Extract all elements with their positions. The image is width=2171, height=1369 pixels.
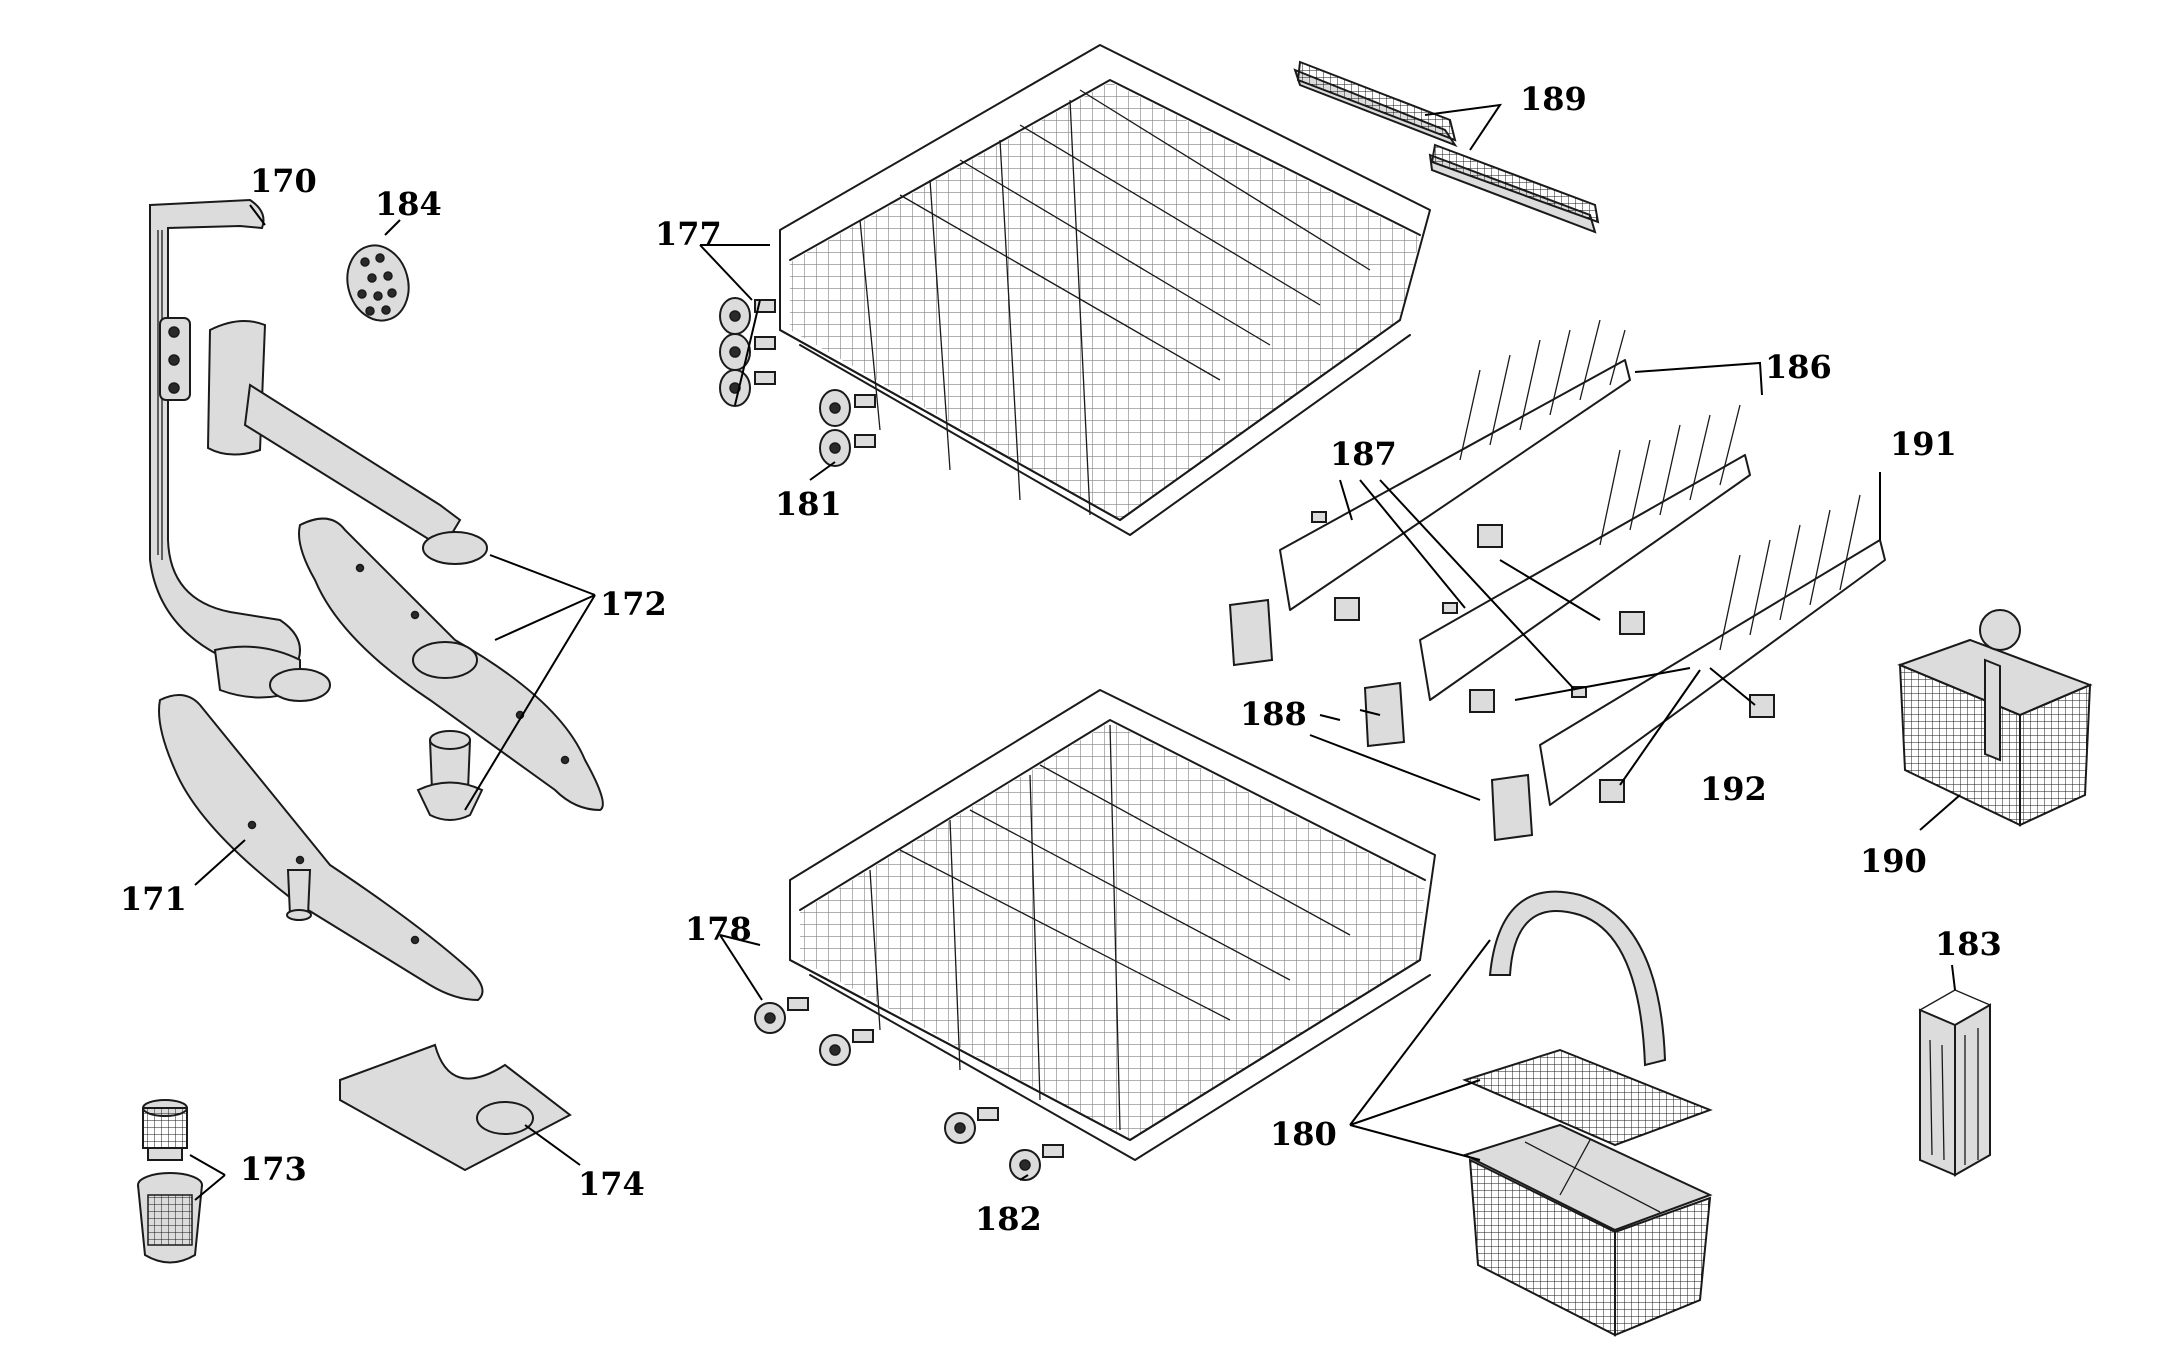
- leader-lines: [189, 103, 1961, 1201]
- callout-183: 183: [1935, 925, 2002, 963]
- fold-down-tines-part: [1279, 319, 1886, 806]
- callout-174: 174: [578, 1165, 645, 1203]
- callout-190: 190: [1860, 842, 1927, 880]
- lower-dish-rack-part: [789, 689, 1436, 1161]
- upper-dish-rack-part: [779, 44, 1431, 536]
- cutlery-holder-part: [1918, 989, 1992, 1177]
- cutlery-basket-part: [1897, 609, 2093, 827]
- callout-188: 188: [1240, 695, 1307, 733]
- upper-spray-arm-part: [298, 517, 604, 821]
- supply-pipe-part: [149, 198, 488, 702]
- filter-plate-part: [339, 1043, 572, 1172]
- callout-187: 187: [1330, 435, 1397, 473]
- callout-191: 191: [1890, 425, 1957, 463]
- callout-171: 171: [120, 880, 187, 918]
- callout-180: 180: [1270, 1115, 1337, 1153]
- callout-172: 172: [600, 585, 667, 623]
- callout-177: 177: [655, 215, 722, 253]
- rack-clips-part: [1228, 598, 1534, 842]
- callout-170: 170: [250, 162, 317, 200]
- tine-rows-part: [1293, 60, 1600, 234]
- callout-181: 181: [775, 485, 842, 523]
- callout-173: 173: [240, 1150, 307, 1188]
- callout-labels: 170 184 177 181 189 186 187 191 172 188 …: [120, 80, 2002, 1238]
- callout-184: 184: [375, 185, 442, 223]
- filter-cups-part: [137, 1099, 203, 1264]
- callout-192: 192: [1700, 770, 1767, 808]
- spray-head-part: [346, 244, 410, 322]
- callout-178: 178: [685, 910, 752, 948]
- callout-182: 182: [975, 1200, 1042, 1238]
- lower-rack-wheels-part: [754, 997, 1064, 1181]
- callout-186: 186: [1765, 348, 1832, 386]
- callout-189: 189: [1520, 80, 1587, 118]
- small-items-basket-part: [1462, 890, 1713, 1337]
- lower-spray-arm-part: [158, 694, 484, 1002]
